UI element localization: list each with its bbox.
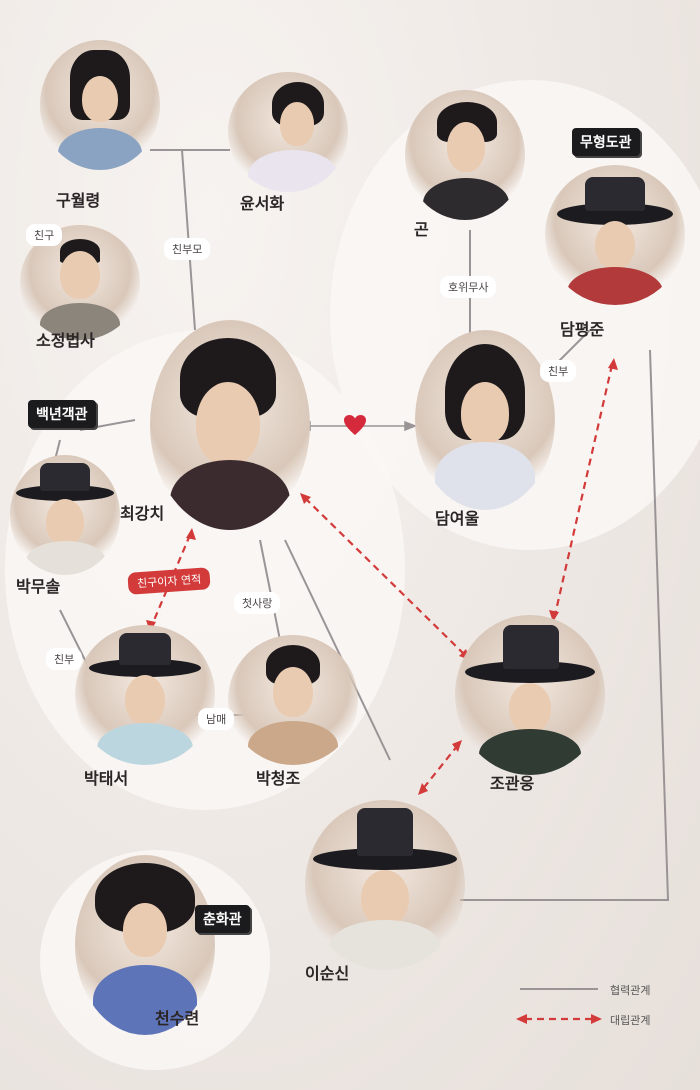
rel-howimusa: 호위무사 — [440, 276, 497, 298]
portrait-damyeoul — [415, 330, 555, 510]
rel-nammae: 남매 — [198, 708, 235, 730]
name-bakmusol: 박무솔 — [16, 577, 61, 596]
portrait-choegangchi — [150, 320, 310, 530]
portrait-baktaeseo — [75, 625, 215, 765]
link-baeknyeon-bakmusol — [79, 419, 136, 431]
rel-cheotsarang: 첫사랑 — [234, 592, 281, 614]
portrait-guwolryeong — [40, 40, 160, 170]
rel-chinbu-damyeoul: 친부 — [540, 360, 577, 382]
portrait-cheonsuryeon — [75, 855, 215, 1035]
portrait-jogwanung — [455, 615, 605, 775]
name-bakcheongjo: 박청조 — [256, 769, 301, 788]
legend-opposition: 대립관계 — [610, 1014, 651, 1027]
name-cheonsuryeon: 천수련 — [155, 1009, 200, 1028]
name-yunseohwa: 윤서화 — [240, 194, 285, 213]
name-isunsin: 이순신 — [305, 964, 350, 983]
opposition-jogwanung-isunsin — [421, 744, 459, 791]
opposition-choegangchi-jogwanung — [304, 497, 466, 656]
legend-cooperation: 협력관계 — [610, 984, 651, 997]
portrait-bakcheongjo — [228, 635, 358, 765]
name-guwolryeong: 구월령 — [56, 191, 101, 210]
rel-chingu: 친구 — [26, 224, 63, 246]
link-choegangchi-bakcheongjo — [259, 539, 281, 641]
portrait-isunsin — [305, 800, 465, 970]
portrait-gon — [405, 90, 525, 220]
link-damyeongjun-isunsin — [460, 349, 670, 901]
group-muhyeong: 무형도관 — [572, 128, 640, 156]
group-baeknyeon: 백년객관 — [28, 400, 96, 428]
name-jogwanung: 조관웅 — [490, 774, 535, 793]
rel-chinbu-baktaeseo: 친부 — [46, 648, 83, 670]
portrait-bakmusol — [10, 455, 120, 575]
heart-icon — [344, 415, 366, 435]
name-sojeongbeopsa: 소정법사 — [36, 331, 95, 350]
name-gon: 곤 — [414, 220, 429, 239]
opposition-damyeongjun-jogwanung — [553, 364, 614, 616]
name-baktaeseo: 박태서 — [84, 769, 129, 788]
name-damyeoul: 담여울 — [435, 509, 480, 528]
group-chunhwa: 춘화관 — [195, 905, 250, 933]
rel-chinbumo: 친부모 — [164, 238, 211, 260]
portrait-damyeongjun — [545, 165, 685, 305]
portrait-yunseohwa — [228, 72, 348, 192]
link-choegangchi-isunsin — [284, 539, 391, 761]
name-damyeongjun: 담평준 — [560, 320, 605, 339]
name-choegangchi: 최강치 — [120, 504, 165, 523]
